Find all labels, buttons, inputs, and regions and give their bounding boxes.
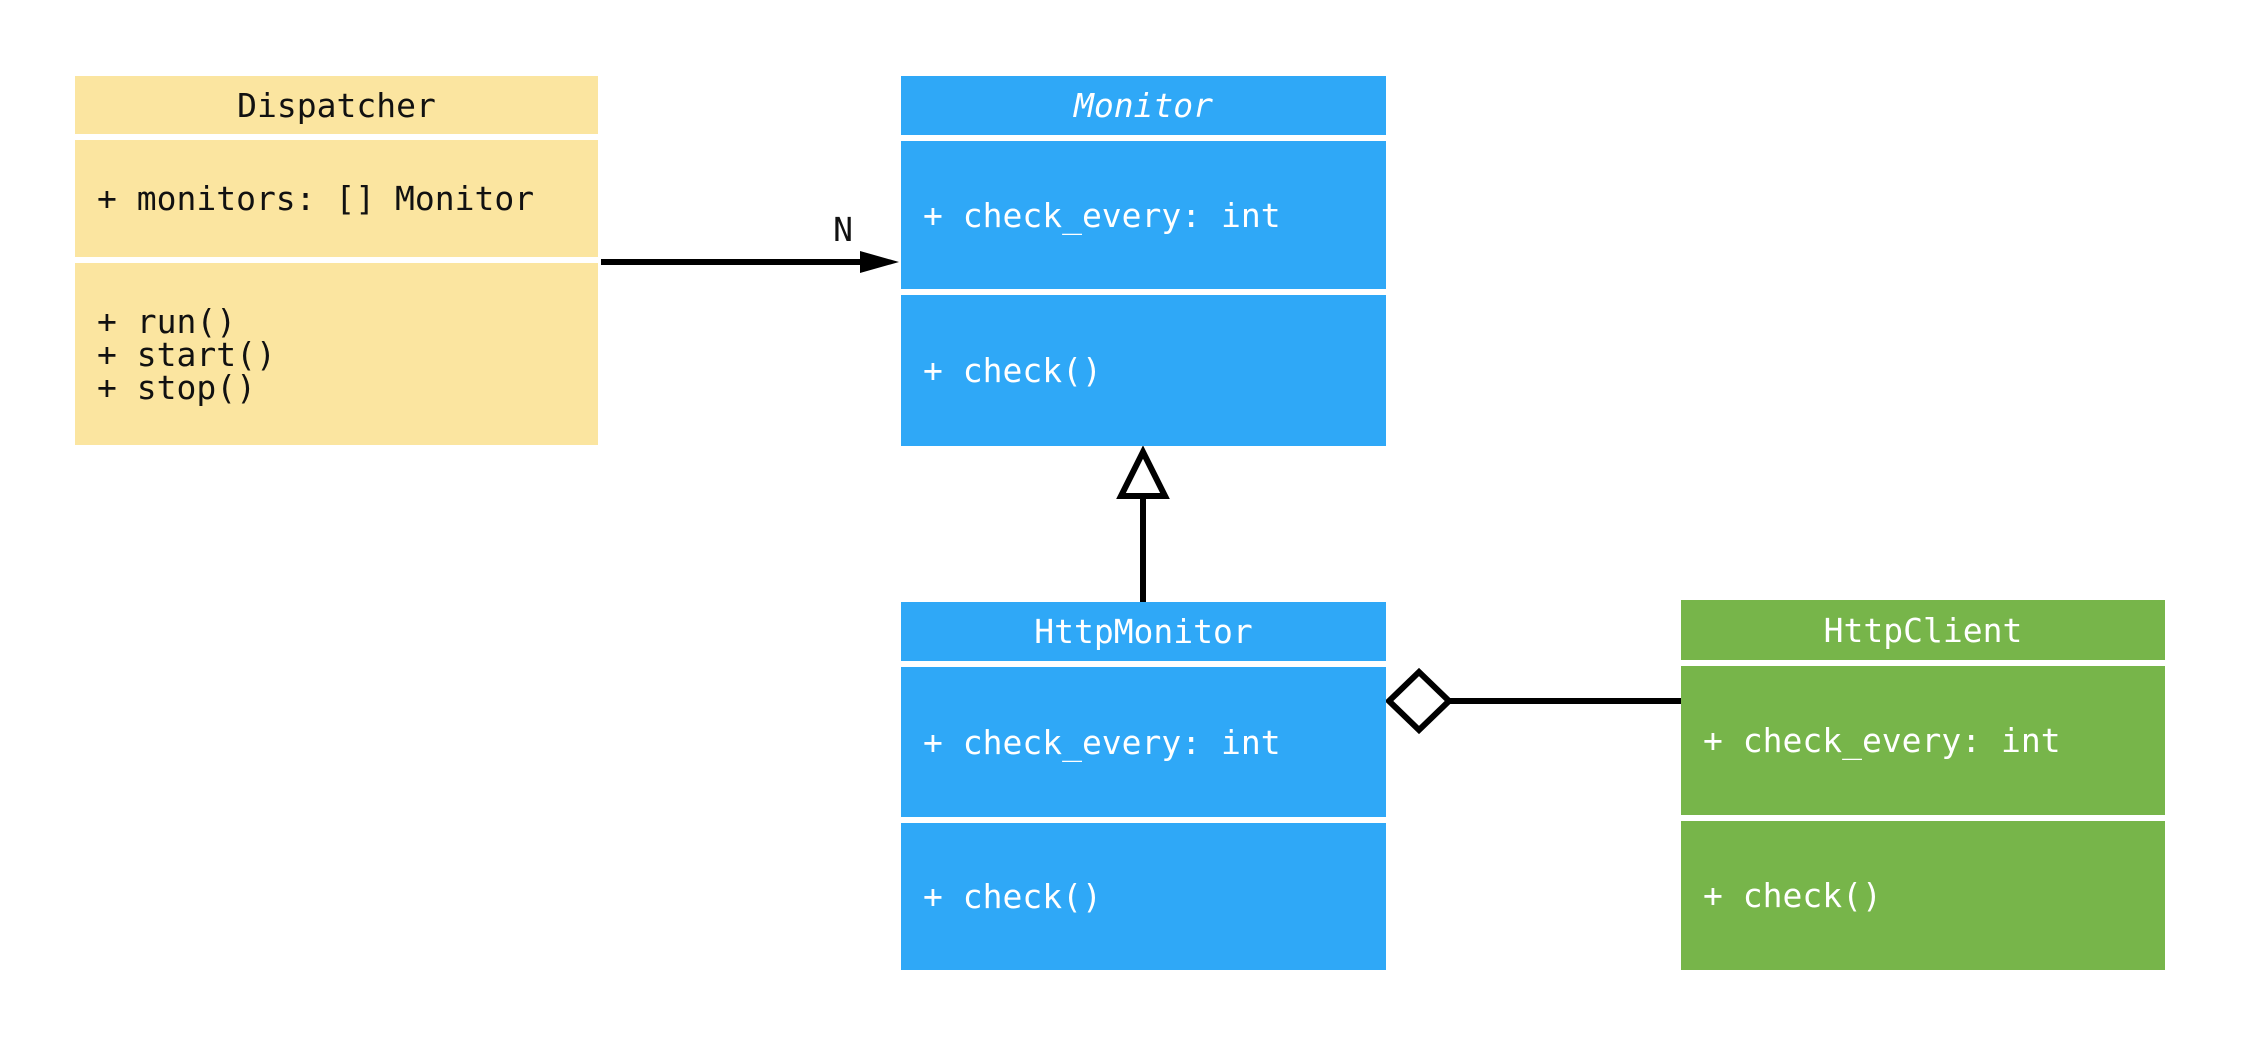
class-title: Monitor	[901, 76, 1386, 135]
association-arrowhead-icon[interactable]	[860, 251, 899, 273]
class-attributes-section: + check_every: int	[901, 667, 1386, 817]
class-title: Dispatcher	[75, 76, 598, 134]
class-methods-section: + run() + start() + stop()	[75, 263, 598, 445]
attribute-row: + check_every: int	[923, 722, 1281, 762]
inheritance-triangle-icon[interactable]	[1116, 445, 1170, 499]
method-row: + check()	[1703, 876, 1882, 915]
class-node-dispatcher[interactable]: Dispatcher + monitors: [] Monitor + run(…	[75, 76, 598, 445]
method-row: + start()	[97, 334, 276, 374]
class-attributes-section: + check_every: int	[901, 141, 1386, 289]
inheritance-connector[interactable]	[1116, 445, 1170, 602]
class-node-httpclient[interactable]: HttpClient + check_every: int + check()	[1681, 600, 2165, 970]
method-row: + run()	[97, 301, 237, 341]
class-node-monitor[interactable]: Monitor + check_every: int + check()	[901, 76, 1386, 446]
class-methods-section: + check()	[901, 295, 1386, 446]
method-row: + check()	[923, 351, 1102, 390]
class-methods-section: + check()	[1681, 821, 2165, 970]
aggregation-diamond-icon[interactable]	[1384, 667, 1454, 735]
association-multiplicity-label: N	[833, 210, 853, 249]
attribute-row: + check_every: int	[923, 195, 1281, 235]
class-title: HttpMonitor	[901, 602, 1386, 661]
class-attributes-section: + check_every: int	[1681, 666, 2165, 815]
class-title: HttpClient	[1681, 600, 2165, 660]
class-attributes-section: + monitors: [] Monitor	[75, 140, 598, 257]
association-connector[interactable]	[601, 251, 899, 273]
class-methods-section: + check()	[901, 823, 1386, 970]
attribute-row: + check_every: int	[1703, 721, 2061, 760]
method-row: + stop()	[97, 367, 256, 407]
attribute-row: + monitors: [] Monitor	[97, 179, 535, 218]
class-node-httpmonitor[interactable]: HttpMonitor + check_every: int + check()	[901, 602, 1386, 970]
method-row: + check()	[923, 877, 1102, 916]
aggregation-connector[interactable]	[1384, 667, 1681, 735]
